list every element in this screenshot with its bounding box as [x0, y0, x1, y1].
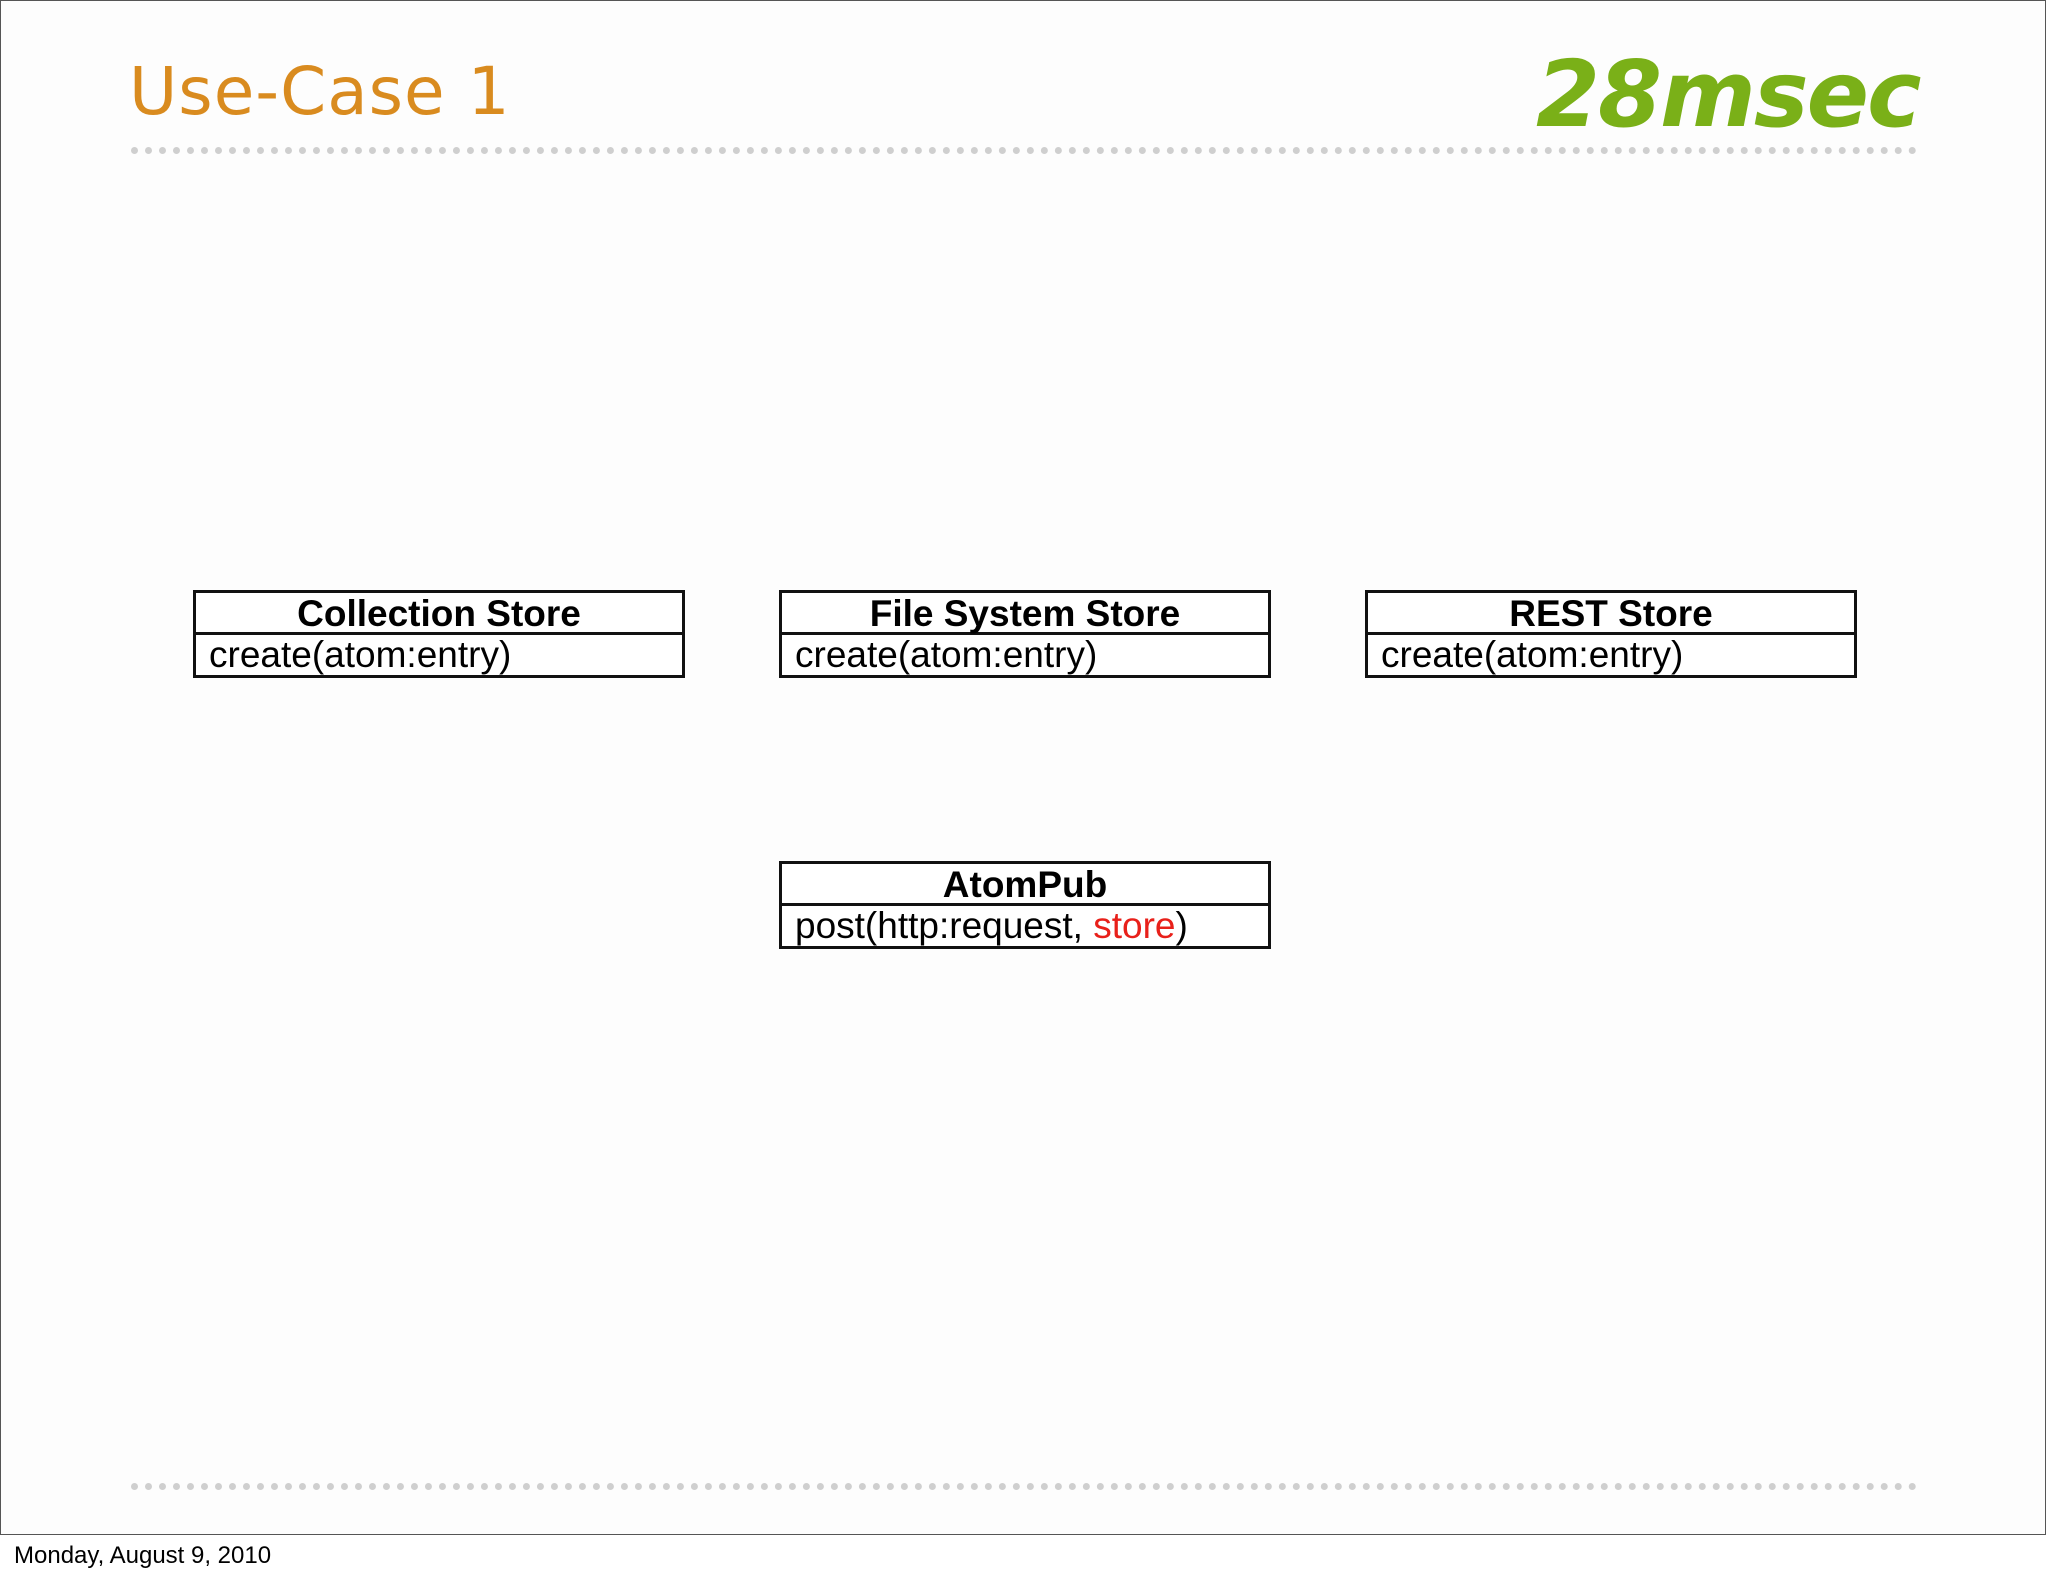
brand-logo: 28msec — [1536, 41, 1922, 148]
class-operation: post(http:request, store) — [782, 906, 1268, 946]
rest-store-class-box: REST Store create(atom:entry) — [1365, 590, 1857, 678]
bottom-divider — [131, 1483, 1917, 1490]
class-name: Collection Store — [196, 593, 682, 635]
class-name: REST Store — [1368, 593, 1854, 635]
atompub-class-box: AtomPub post(http:request, store) — [779, 861, 1271, 949]
operation-suffix: ) — [1175, 905, 1188, 946]
class-operation: create(atom:entry) — [1381, 634, 1684, 675]
class-operation: create(atom:entry) — [209, 634, 512, 675]
operation-prefix: post(http:request, — [795, 905, 1094, 946]
slide-title: Use-Case 1 — [129, 53, 511, 130]
footer-date: Monday, August 9, 2010 — [14, 1542, 272, 1569]
class-operation: create(atom:entry) — [795, 634, 1098, 675]
top-divider — [131, 147, 1917, 154]
class-name: AtomPub — [782, 864, 1268, 906]
slide: Use-Case 1 28msec Collection Store creat… — [0, 0, 2046, 1535]
operation-highlight-store: store — [1093, 905, 1176, 946]
class-name: File System Store — [782, 593, 1268, 635]
file-system-store-class-box: File System Store create(atom:entry) — [779, 590, 1271, 678]
collection-store-class-box: Collection Store create(atom:entry) — [193, 590, 685, 678]
